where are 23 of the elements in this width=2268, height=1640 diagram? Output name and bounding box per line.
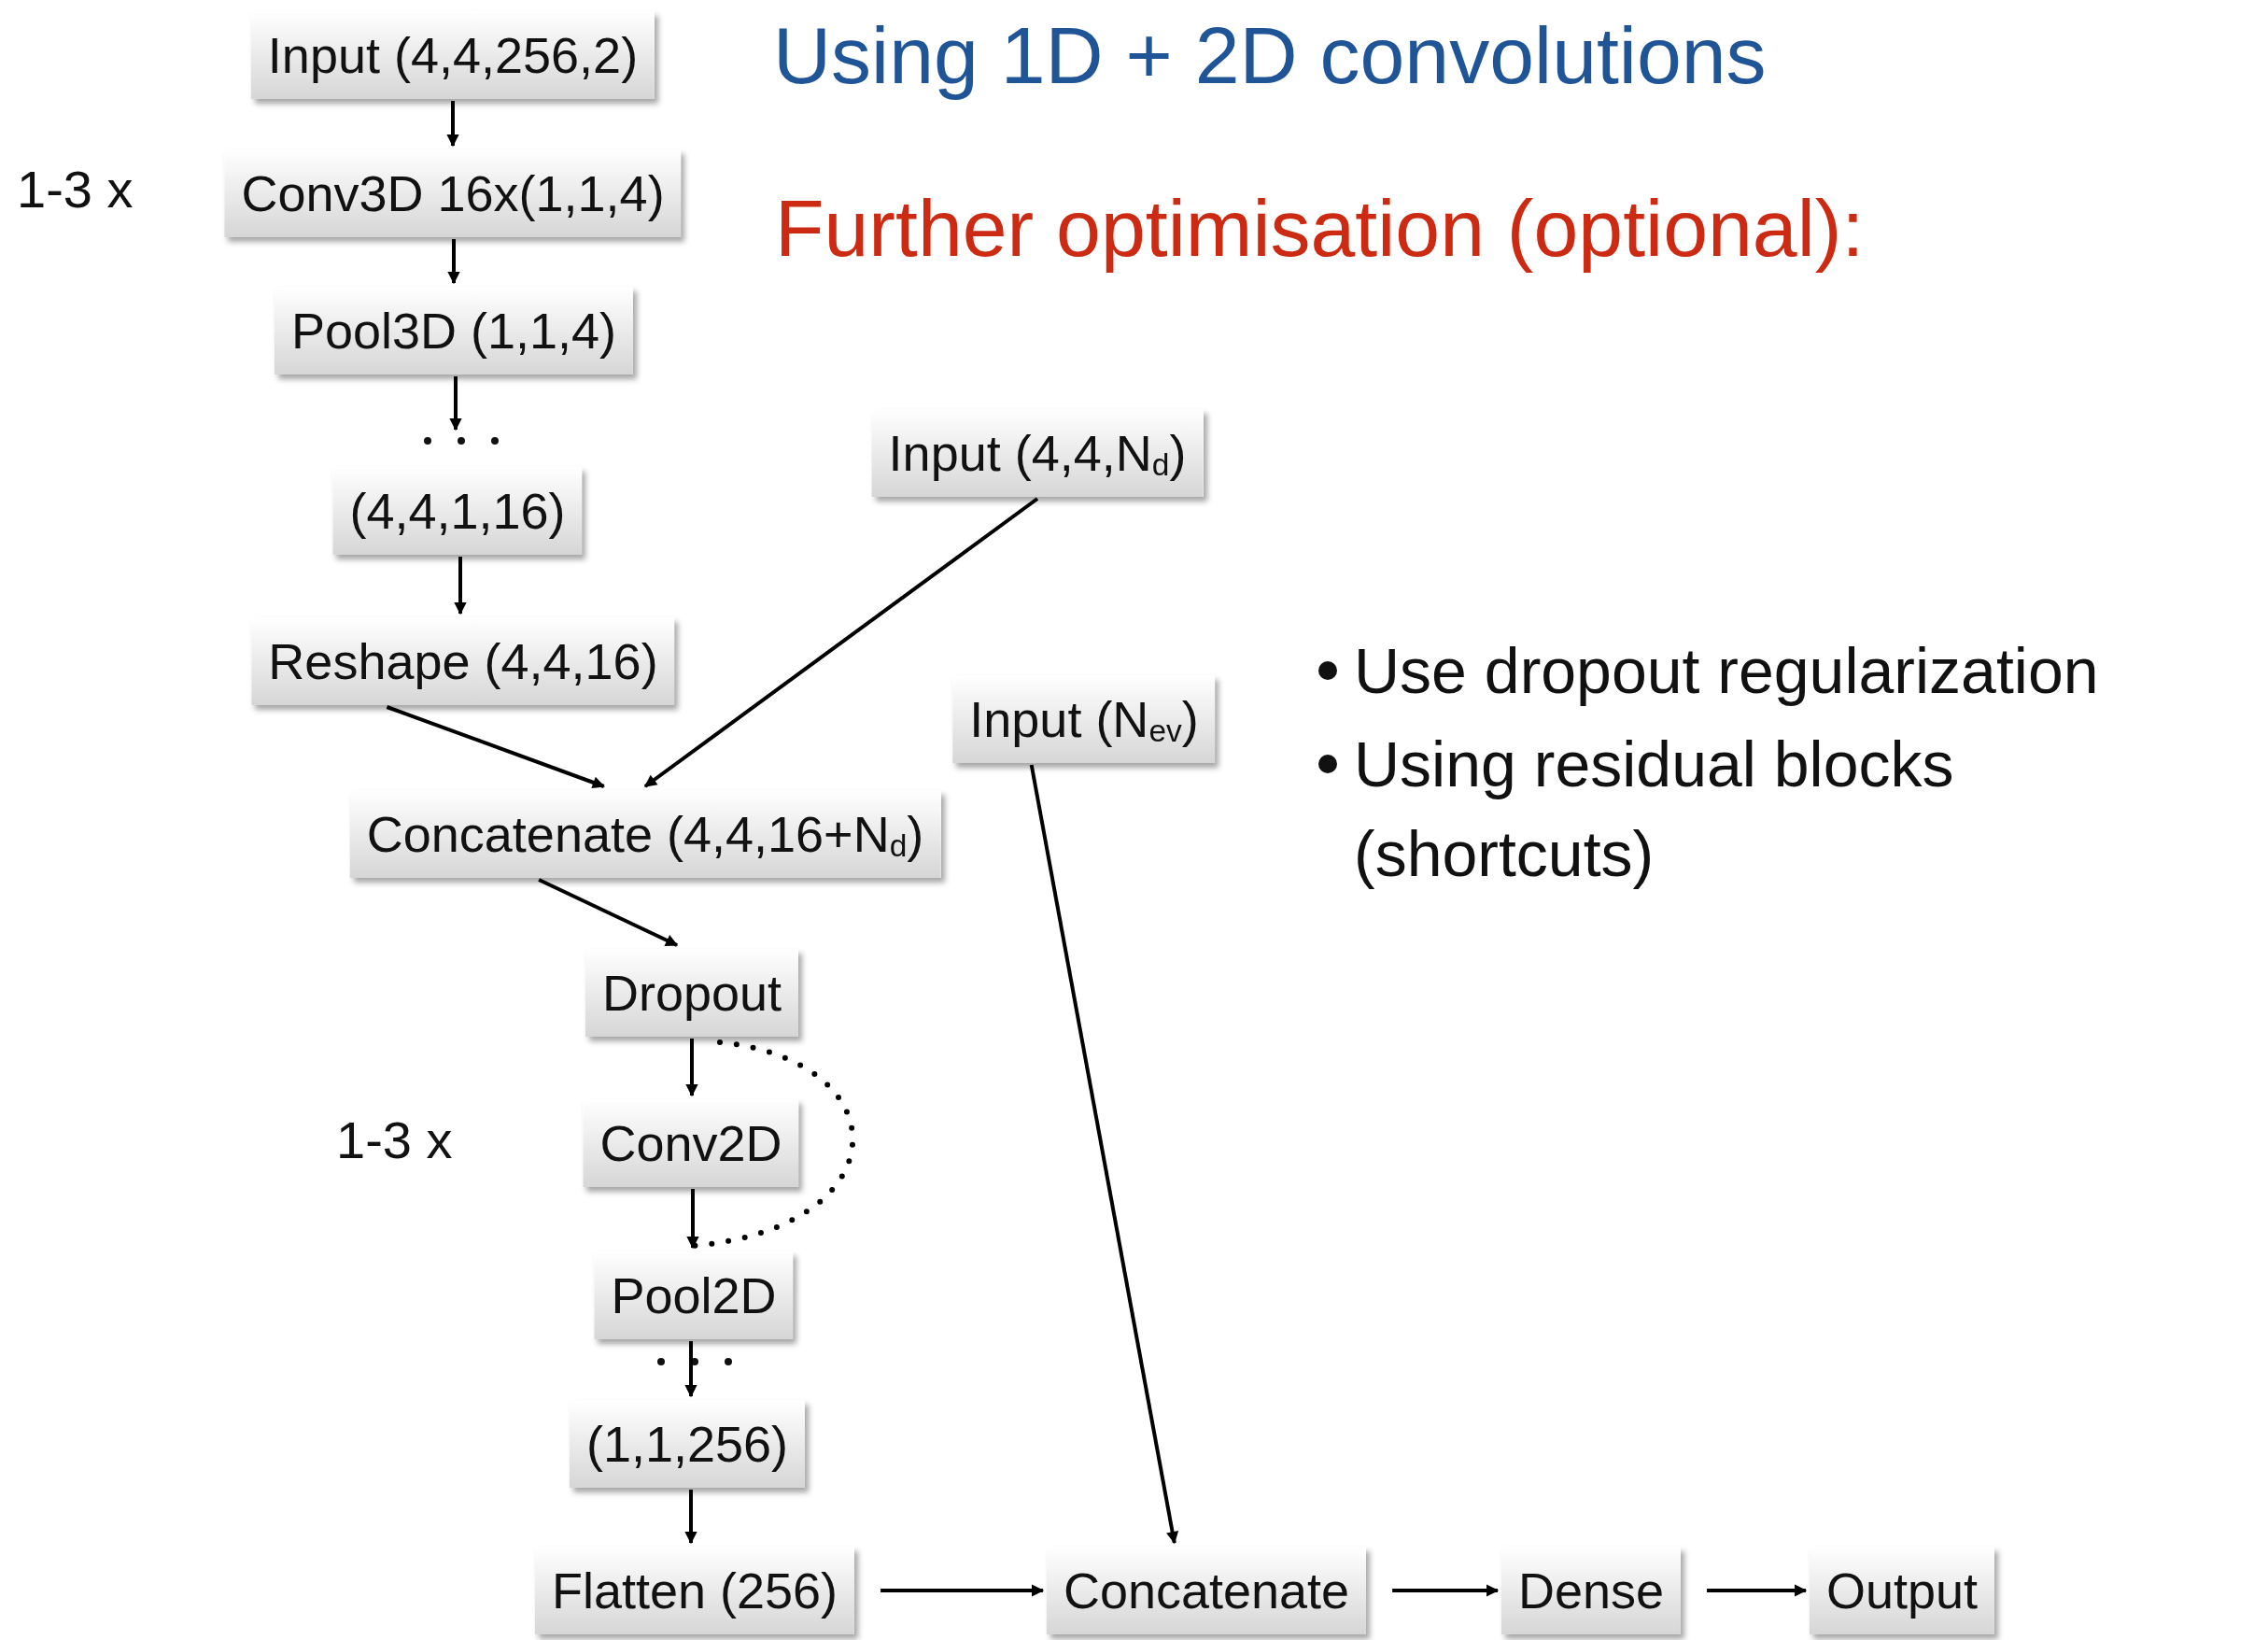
layer-box: Dropout	[585, 949, 799, 1037]
layer-box: Flatten (256)	[534, 1547, 855, 1634]
layer-box: Output	[1809, 1547, 1995, 1634]
layer-box: (4,4,1,16)	[332, 467, 583, 555]
bullet-text: Use dropout regularization	[1354, 634, 2099, 708]
layer-box: Concatenate	[1046, 1547, 1367, 1634]
layer-box: Pool3D (1,1,4)	[274, 287, 634, 375]
repeat-label: 1-3 x	[336, 1110, 453, 1170]
subheading: Further optimisation (optional):	[775, 182, 1865, 275]
layer-box: Concatenate (4,4,16+N$_{d}$)	[349, 790, 941, 878]
heading: Using 1D + 2D convolutions	[773, 9, 1767, 102]
layer-box: Dense	[1500, 1547, 1682, 1634]
bullet-text: Using residual blocks (shortcuts)	[1354, 728, 1955, 891]
layer-box: Reshape (4,4,16)	[251, 617, 675, 705]
layer-box: Input (4,4,256,2)	[250, 11, 655, 99]
layer-box: Pool2D	[594, 1251, 794, 1339]
shortcut-connector	[691, 1039, 856, 1249]
layer-box: Conv2D	[583, 1099, 799, 1187]
repeat-label: 1-3 x	[17, 159, 134, 219]
layer-box: (1,1,256)	[569, 1400, 806, 1488]
layer-box: Input (4,4,N$_{d}$)	[871, 409, 1204, 497]
layer-box: Input (N$_{ev}$)	[952, 675, 1216, 763]
layer-box: Conv3D 16x(1,1,4)	[224, 149, 682, 237]
